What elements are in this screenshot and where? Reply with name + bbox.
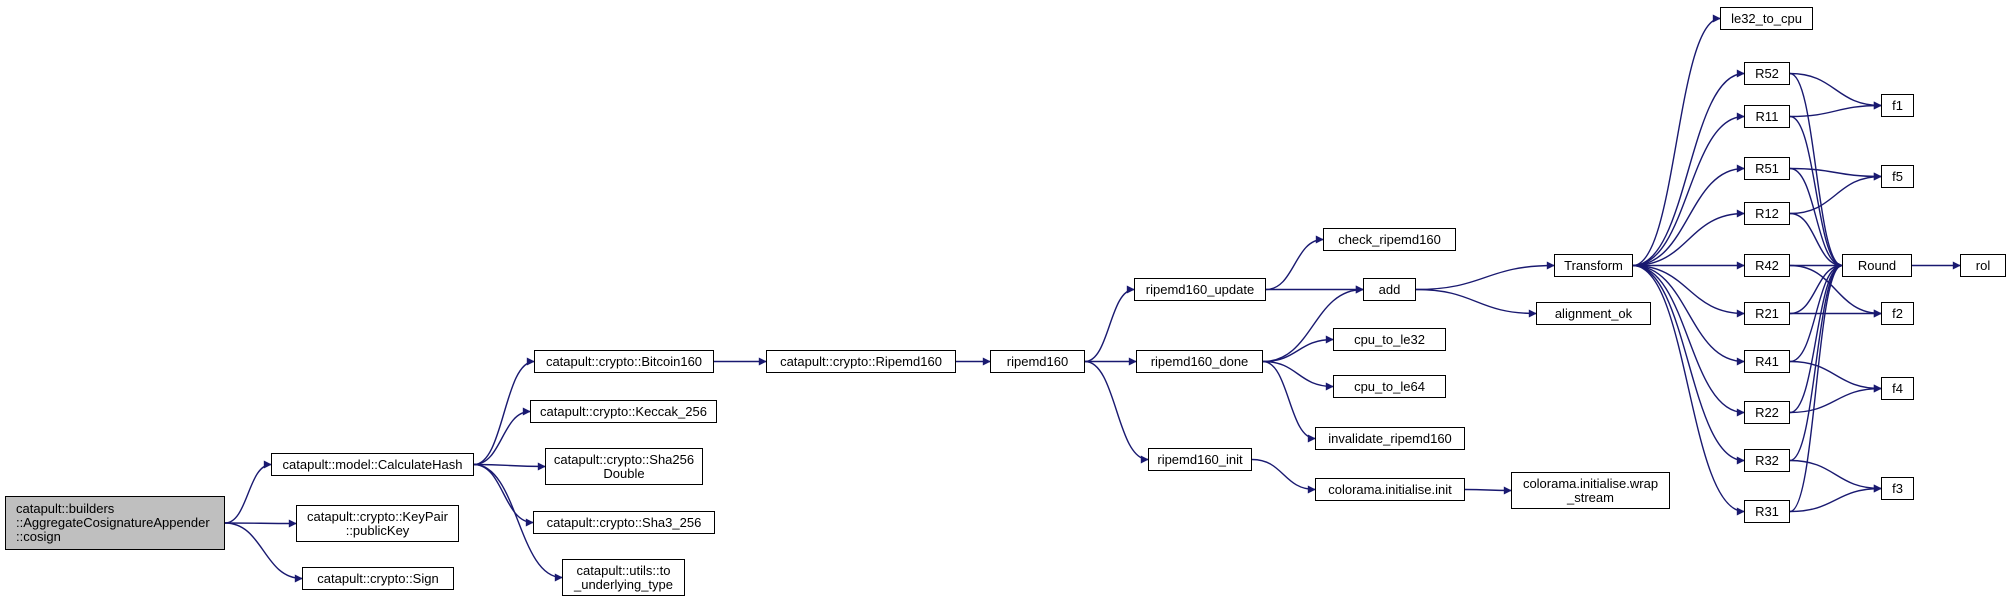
edge-R51-to-f5 <box>1789 167 1882 181</box>
node-transform[interactable]: Transform <box>1554 254 1633 277</box>
edge-transform-to-R21 <box>1632 264 1745 318</box>
edge-calchash-to-sha3 <box>473 463 534 527</box>
edge-R41-to-f4 <box>1789 360 1882 393</box>
edge-transform-to-R11 <box>1632 112 1745 267</box>
edge-transform-to-R52 <box>1632 69 1745 267</box>
node-R31[interactable]: R31 <box>1744 500 1790 523</box>
node-R42[interactable]: R42 <box>1744 254 1790 277</box>
node-rupdate[interactable]: ripemd160_update <box>1134 278 1266 301</box>
node-check[interactable]: check_ripemd160 <box>1323 228 1456 251</box>
edge-transform-to-R22 <box>1632 264 1745 417</box>
edge-rinit-to-colinit <box>1251 458 1316 494</box>
edge-R22-to-f4 <box>1789 384 1882 414</box>
node-cpule32[interactable]: cpu_to_le32 <box>1333 328 1446 351</box>
node-R41[interactable]: R41 <box>1744 350 1790 373</box>
node-ripemd160c[interactable]: catapult::crypto::Ripemd160 <box>766 350 956 373</box>
edge-add-to-transform <box>1415 261 1555 291</box>
edge-transform-to-R51 <box>1632 164 1745 267</box>
edge-rdone-to-cpule64 <box>1262 360 1334 391</box>
node-f2[interactable]: f2 <box>1881 302 1914 325</box>
node-f5[interactable]: f5 <box>1881 165 1914 188</box>
node-rinit[interactable]: ripemd160_init <box>1148 448 1252 471</box>
edge-ripemd160-to-rupdate <box>1084 285 1135 363</box>
node-cpule64[interactable]: cpu_to_le64 <box>1333 375 1446 398</box>
edge-R11-to-f1 <box>1789 101 1882 118</box>
edge-R52-to-f1 <box>1789 72 1882 110</box>
node-invalidate[interactable]: invalidate_ripemd160 <box>1315 427 1465 450</box>
edges-layer <box>224 14 1961 583</box>
edge-R11-to-round <box>1789 115 1843 270</box>
edge-R12-to-round <box>1789 212 1843 270</box>
edge-colinit-to-colwrap <box>1464 486 1512 495</box>
node-R22[interactable]: R22 <box>1744 401 1790 424</box>
edge-cosign-to-calchash <box>224 460 272 524</box>
edge-transform-to-R12 <box>1632 209 1745 267</box>
node-colwrap[interactable]: colorama.initialise.wrap _stream <box>1511 472 1670 509</box>
edge-rupdate-to-check <box>1265 235 1324 291</box>
node-R51[interactable]: R51 <box>1744 157 1790 180</box>
edge-R42-to-f2 <box>1789 264 1882 318</box>
node-R11[interactable]: R11 <box>1744 105 1790 128</box>
edge-rdone-to-invalidate <box>1262 360 1316 443</box>
edge-R32-to-f3 <box>1789 459 1882 493</box>
edge-cosign-to-sign <box>224 522 303 583</box>
edge-R12-to-f5 <box>1789 172 1882 215</box>
node-f1[interactable]: f1 <box>1881 94 1914 117</box>
edge-R31-to-f3 <box>1789 484 1882 513</box>
edge-transform-to-R31 <box>1632 264 1745 516</box>
edge-R31-to-round <box>1789 261 1843 513</box>
edge-R51-to-round <box>1789 167 1843 270</box>
node-sign[interactable]: catapult::crypto::Sign <box>302 567 454 590</box>
node-sha256d[interactable]: catapult::crypto::Sha256 Double <box>545 448 703 485</box>
node-round[interactable]: Round <box>1842 254 1912 277</box>
edge-rdone-to-add <box>1262 285 1364 363</box>
edge-R22-to-round <box>1789 261 1843 414</box>
node-rol[interactable]: rol <box>1960 254 2006 277</box>
node-rdone[interactable]: ripemd160_done <box>1136 350 1263 373</box>
node-cosign: catapult::builders ::AggregateCosignatur… <box>5 496 225 550</box>
node-calchash[interactable]: catapult::model::CalculateHash <box>271 453 474 476</box>
node-R21[interactable]: R21 <box>1744 302 1790 325</box>
edge-add-to-alignok <box>1415 288 1537 318</box>
edge-calchash-to-keccak <box>473 407 531 466</box>
edge-R32-to-round <box>1789 261 1843 462</box>
node-R12[interactable]: R12 <box>1744 202 1790 225</box>
node-R52[interactable]: R52 <box>1744 62 1790 85</box>
edge-calchash-to-sha256d <box>473 462 546 471</box>
node-f4[interactable]: f4 <box>1881 377 1914 400</box>
edge-calchash-to-tounder <box>473 463 563 582</box>
node-bitcoin160[interactable]: catapult::crypto::Bitcoin160 <box>534 350 714 373</box>
edge-transform-to-R41 <box>1632 264 1745 366</box>
node-alignok[interactable]: alignment_ok <box>1536 302 1651 325</box>
edge-R41-to-round <box>1789 261 1843 363</box>
edge-calchash-to-bitcoin160 <box>473 357 535 466</box>
edge-ripemd160-to-rinit <box>1084 360 1149 464</box>
node-pubkey[interactable]: catapult::crypto::KeyPair ::publicKey <box>296 505 459 542</box>
node-R32[interactable]: R32 <box>1744 449 1790 472</box>
edge-transform-to-R32 <box>1632 264 1745 465</box>
node-tounder[interactable]: catapult::utils::to _underlying_type <box>562 559 685 596</box>
edge-rdone-to-cpule32 <box>1262 335 1334 363</box>
node-f3[interactable]: f3 <box>1881 477 1914 500</box>
node-colinit[interactable]: colorama.initialise.init <box>1315 478 1465 501</box>
node-le32[interactable]: le32_to_cpu <box>1720 7 1813 30</box>
node-ripemd160[interactable]: ripemd160 <box>990 350 1085 373</box>
node-add[interactable]: add <box>1363 278 1416 301</box>
node-sha3[interactable]: catapult::crypto::Sha3_256 <box>533 511 715 534</box>
edge-transform-to-le32 <box>1632 14 1721 267</box>
node-keccak[interactable]: catapult::crypto::Keccak_256 <box>530 400 717 423</box>
edge-cosign-to-pubkey <box>224 519 297 528</box>
